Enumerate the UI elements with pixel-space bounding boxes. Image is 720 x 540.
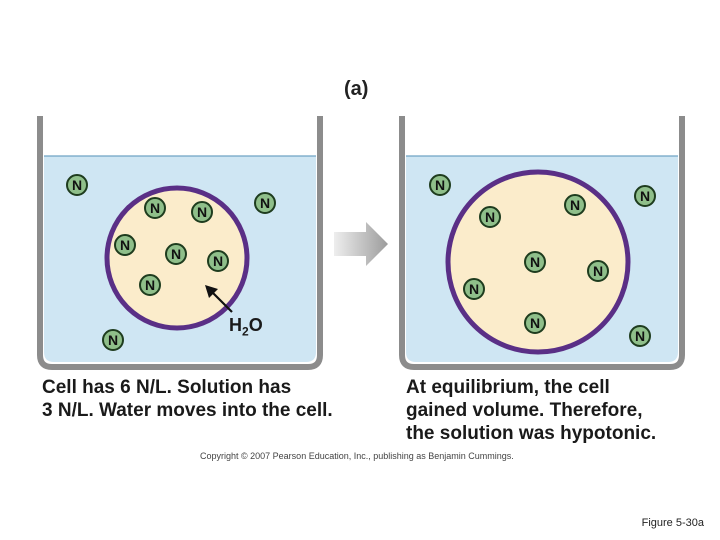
right-caption: At equilibrium, the cell gained volume. … xyxy=(406,377,657,444)
svg-text:N: N xyxy=(213,253,223,269)
svg-text:N: N xyxy=(197,204,207,220)
right-solute-particle: N xyxy=(634,185,656,207)
left-solute-particle: N xyxy=(191,201,213,223)
water-arrow-icon xyxy=(205,285,233,313)
svg-text:N: N xyxy=(640,188,650,204)
svg-text:N: N xyxy=(260,195,270,211)
right-solute-particle: N xyxy=(629,325,651,347)
left-solute-particle: N xyxy=(254,192,276,214)
svg-text:N: N xyxy=(120,237,130,253)
water-label: H2O xyxy=(229,315,263,339)
left-solute-particle: N xyxy=(66,174,88,196)
right-solute-particle: N xyxy=(479,206,501,228)
left-beaker-wall xyxy=(37,116,323,370)
right-solute-particle: N xyxy=(587,260,609,282)
svg-text:N: N xyxy=(485,209,495,225)
svg-text:N: N xyxy=(435,177,445,193)
svg-text:N: N xyxy=(108,332,118,348)
left-solute-particle: N xyxy=(165,243,187,265)
right-solute-particle: N xyxy=(524,312,546,334)
svg-text:N: N xyxy=(171,246,181,262)
svg-text:N: N xyxy=(469,281,479,297)
process-arrow-icon xyxy=(334,222,388,266)
figure-number: Figure 5-30a xyxy=(641,517,704,529)
svg-text:N: N xyxy=(530,254,540,270)
svg-text:N: N xyxy=(72,177,82,193)
svg-text:N: N xyxy=(150,200,160,216)
right-solute-particle: N xyxy=(463,278,485,300)
svg-text:N: N xyxy=(635,328,645,344)
right-solute-particle: N xyxy=(524,251,546,273)
left-solute-particle: N xyxy=(102,329,124,351)
left-caption: Cell has 6 N/L. Solution has 3 N/L. Wate… xyxy=(42,377,333,421)
right-solute-particle: N xyxy=(564,194,586,216)
left-solute-particle: N xyxy=(139,274,161,296)
svg-text:N: N xyxy=(145,277,155,293)
part-label: (a) xyxy=(344,78,369,100)
left-solute-particle: N xyxy=(207,250,229,272)
svg-text:N: N xyxy=(570,197,580,213)
copyright-notice: Copyright © 2007 Pearson Education, Inc.… xyxy=(200,451,514,461)
svg-text:N: N xyxy=(530,315,540,331)
left-solute-particle: N xyxy=(114,234,136,256)
svg-text:N: N xyxy=(593,263,603,279)
right-solute-particle: N xyxy=(429,174,451,196)
right-solutes: N N N N N N N N N xyxy=(429,174,656,347)
left-solute-particle: N xyxy=(144,197,166,219)
right-beaker-wall xyxy=(399,116,685,370)
left-beaker xyxy=(37,116,323,370)
